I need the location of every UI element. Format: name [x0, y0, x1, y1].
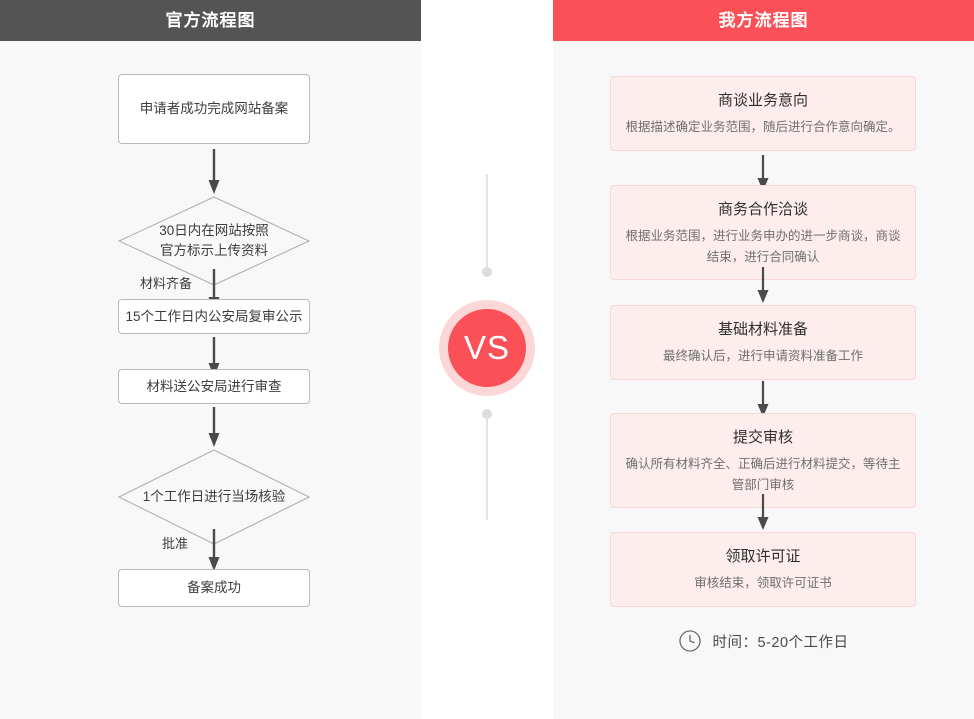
process-card-2-desc: 根据业务范围，进行业务申办的进一步商谈，商谈结束，进行合同确认 — [625, 229, 901, 264]
process-card-1: 商谈业务意向 根据描述确定业务范围，随后进行合作意向确定。 — [610, 76, 916, 151]
flow-node-box-4: 备案成功 — [118, 569, 310, 607]
flow-node-diamond-1-line2: 官方标示上传资料 — [160, 243, 268, 258]
process-card-1-title: 商谈业务意向 — [717, 92, 808, 109]
flow-node-box-2: 15个工作日内公安局复审公示 — [118, 299, 310, 334]
official-flowchart: 申请者成功完成网站备案 30日内在网站按照 官方标示上传资料 材料齐备 — [0, 41, 421, 719]
vs-line-top — [486, 174, 488, 272]
flow-arrow-5 — [207, 529, 221, 571]
our-flowchart: 商谈业务意向 根据描述确定业务范围，随后进行合作意向确定。 商务合作洽谈 根据业… — [553, 41, 974, 719]
clock-icon — [678, 629, 702, 653]
process-card-5-title: 领取许可证 — [725, 548, 801, 565]
vs-badge: VS — [439, 300, 535, 396]
process-card-3: 基础材料准备 最终确认后，进行申请资料准备工作 — [610, 305, 916, 380]
flow-arrow-4 — [207, 407, 221, 447]
flow-node-box-3: 材料送公安局进行审查 — [118, 369, 310, 404]
right-panel-header: 我方流程图 — [553, 0, 974, 41]
process-card-3-title: 基础材料准备 — [717, 321, 808, 338]
vs-divider: VS — [421, 0, 553, 719]
process-card-4-desc: 确认所有材料齐全、正确后进行材料提交，等待主管部门审核 — [625, 457, 901, 492]
process-duration-text: 时间：5-20个工作日 — [712, 634, 849, 651]
flow-edge-label-approved: 批准 — [162, 536, 189, 551]
flow-edge-label-material-ready: 材料齐备 — [140, 276, 193, 291]
card-arrow-2 — [756, 267, 770, 303]
process-card-4-title: 提交审核 — [732, 429, 793, 446]
process-card-5-desc: 审核结束，领取许可证书 — [694, 576, 832, 590]
process-card-4: 提交审核 确认所有材料齐全、正确后进行材料提交，等待主管部门审核 — [610, 413, 916, 509]
left-panel-header: 官方流程图 — [0, 0, 421, 41]
process-card-2: 商务合作洽谈 根据业务范围，进行业务申办的进一步商谈，商谈结束，进行合同确认 — [610, 185, 916, 281]
process-card-2-title: 商务合作洽谈 — [717, 201, 808, 218]
flow-node-diamond-1: 30日内在网站按照 官方标示上传资料 — [118, 196, 310, 286]
flow-arrow-1 — [207, 149, 221, 194]
vs-dot-top — [482, 267, 492, 277]
flow-node-diamond-1-line1: 30日内在网站按照 — [159, 222, 269, 238]
card-arrow-3 — [756, 381, 770, 417]
card-arrow-4 — [756, 494, 770, 530]
process-duration-row: 时间：5-20个工作日 — [553, 629, 974, 653]
flow-node-diamond-2-line1: 1个工作日进行当场核验 — [142, 488, 286, 504]
flow-node-box-1: 申请者成功完成网站备案 — [118, 74, 310, 144]
process-card-1-desc: 根据描述确定业务范围，随后进行合作意向确定。 — [625, 120, 901, 134]
vs-line-bottom — [486, 414, 488, 520]
left-panel: 官方流程图 申请者成功完成网站备案 30日内在网站按照 官方标示上传资料 — [0, 0, 421, 719]
flow-node-diamond-2: 1个工作日进行当场核验 — [118, 449, 310, 545]
process-card-5: 领取许可证 审核结束，领取许可证书 — [610, 532, 916, 607]
card-arrow-1 — [756, 155, 770, 191]
process-card-3-desc: 最终确认后，进行申请资料准备工作 — [662, 349, 863, 363]
right-panel: 我方流程图 商谈业务意向 根据描述确定业务范围，随后进行合作意向确定。 商务合作… — [553, 0, 974, 719]
